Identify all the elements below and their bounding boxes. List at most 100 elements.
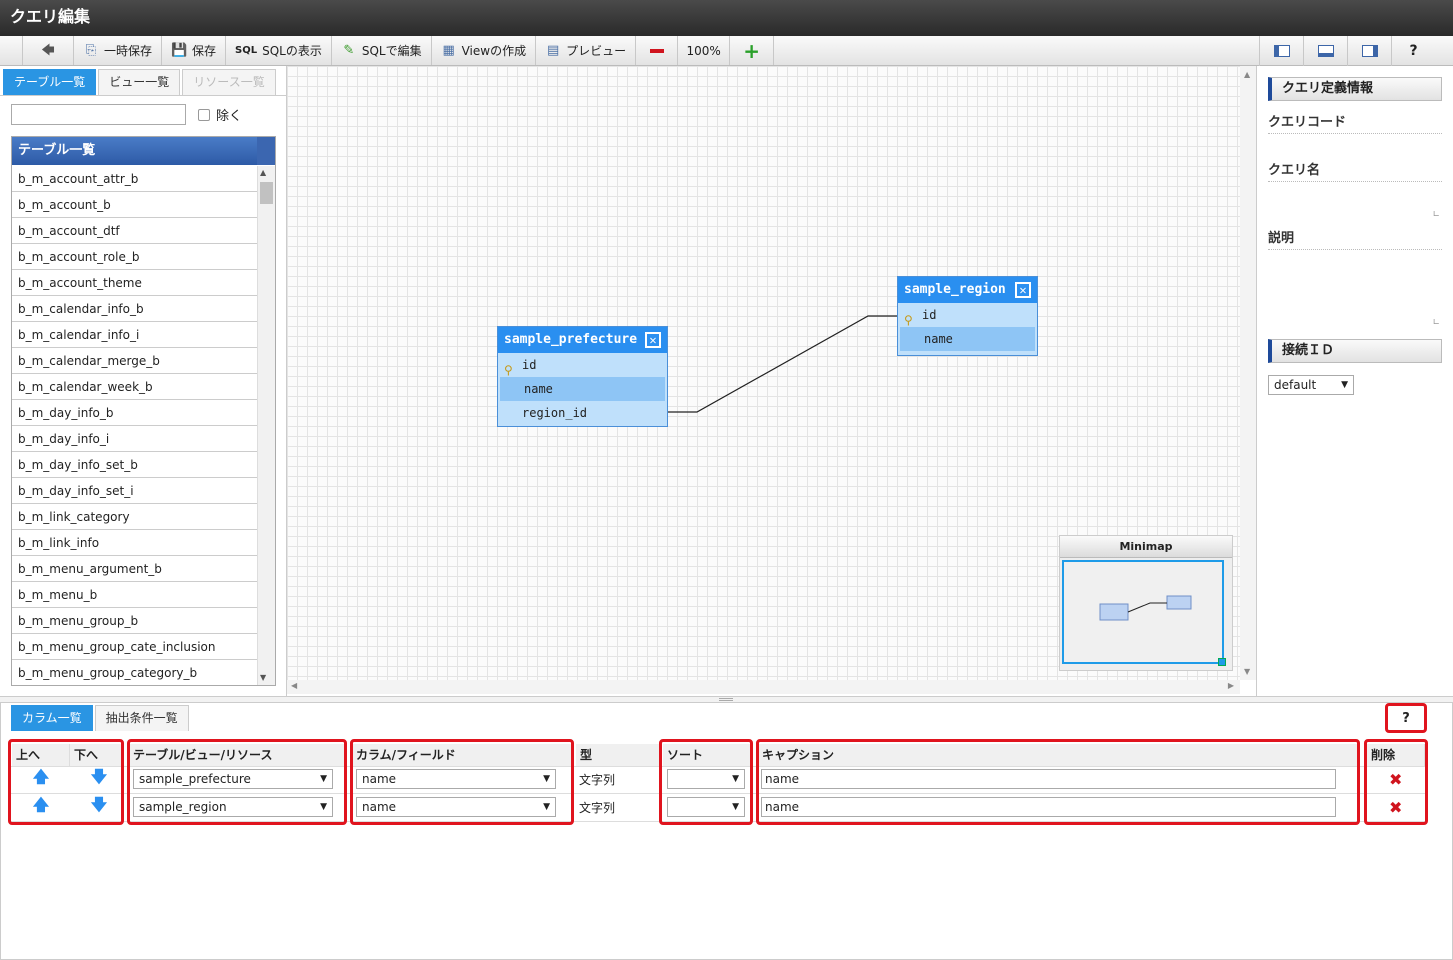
layout-left-button[interactable] xyxy=(1259,36,1303,66)
scroll-left-icon[interactable]: ◀ xyxy=(291,681,298,690)
table-list-item[interactable]: b_m_account_dtf xyxy=(12,218,258,244)
close-icon[interactable]: ✕ xyxy=(1015,282,1031,298)
save-button[interactable]: 💾保存 xyxy=(162,36,227,65)
tab-conditions[interactable]: 抽出条件一覧 xyxy=(94,705,189,731)
move-down-button[interactable]: 🡇 xyxy=(79,766,119,792)
section-query-info[interactable]: クエリ定義情報 xyxy=(1268,77,1442,101)
er-diagram-canvas[interactable]: sample_prefecture✕ ⚲id name region_id sa… xyxy=(287,66,1240,680)
exclude-checkbox[interactable] xyxy=(198,108,210,121)
header-table: テーブル/ビュー/リソース xyxy=(129,744,346,766)
minimap-resize-handle[interactable] xyxy=(1218,658,1226,666)
table-list-item[interactable]: b_m_day_info_i xyxy=(12,426,258,452)
column-select[interactable]: name▼ xyxy=(356,769,556,789)
highlight-move-columns xyxy=(8,739,124,825)
column-select[interactable]: name▼ xyxy=(356,797,556,817)
chevron-down-icon: ▼ xyxy=(320,802,327,812)
table-list-item[interactable]: b_m_menu_group_b xyxy=(12,608,258,634)
exclude-label: 除く xyxy=(216,109,243,124)
sql-edit-label: SQLで編集 xyxy=(361,44,422,58)
connection-select[interactable]: default▼ xyxy=(1268,375,1354,395)
scroll-right-icon[interactable]: ▶ xyxy=(1227,681,1234,690)
minimap-title: Minimap xyxy=(1060,536,1232,558)
help-button[interactable]: ? xyxy=(1385,703,1427,733)
table-list-scrollbar[interactable]: ▲ ▼ xyxy=(257,166,275,685)
help-button[interactable]: ? xyxy=(1391,36,1435,66)
table-list-item[interactable]: b_m_account_attr_b xyxy=(12,166,258,192)
table-list-item[interactable]: b_m_account_theme xyxy=(12,270,258,296)
scroll-down-icon[interactable]: ▼ xyxy=(1244,667,1251,676)
sort-select[interactable]: ▼ xyxy=(667,769,745,789)
minimap[interactable]: Minimap xyxy=(1059,535,1233,671)
move-up-button[interactable]: 🡅 xyxy=(21,766,61,792)
table-select[interactable]: sample_region▼ xyxy=(133,797,333,817)
zoom-in-button[interactable]: + xyxy=(730,36,775,65)
close-icon[interactable]: ✕ xyxy=(645,332,661,348)
description-label: 説明 xyxy=(1268,227,1442,250)
create-view-label: Viewの作成 xyxy=(461,44,527,58)
entity-sample-region[interactable]: sample_region✕ ⚲id name xyxy=(897,276,1038,356)
table-list-item[interactable]: b_m_menu_group_cate_inclusion xyxy=(12,634,258,660)
header-column: カラム/フィールド xyxy=(352,744,574,766)
entity-sample-prefecture[interactable]: sample_prefecture✕ ⚲id name region_id xyxy=(497,326,668,427)
tab-resources[interactable]: リソース一覧 xyxy=(182,69,276,95)
sql-edit-button[interactable]: ✎ SQLで編集 xyxy=(332,36,432,65)
table-list-item[interactable]: b_m_menu_b xyxy=(12,582,258,608)
back-button[interactable]: 🡄 xyxy=(22,36,74,65)
preview-button[interactable]: ▤プレビュー xyxy=(536,36,637,65)
table-list-item[interactable]: b_m_account_role_b xyxy=(12,244,258,270)
delete-row-button[interactable]: ✖ xyxy=(1389,794,1402,820)
table-list-item[interactable]: b_m_account_b xyxy=(12,192,258,218)
table-list-item[interactable]: b_m_day_info_set_b xyxy=(12,452,258,478)
panel-splitter[interactable] xyxy=(0,696,1453,702)
layout-bottom-button[interactable] xyxy=(1303,36,1347,66)
query-name-textarea[interactable]: ∟ xyxy=(1268,184,1442,222)
table-list-item[interactable]: b_m_calendar_info_i xyxy=(12,322,258,348)
table-list-item[interactable]: b_m_day_info_set_i xyxy=(12,478,258,504)
sort-select[interactable]: ▼ xyxy=(667,797,745,817)
scroll-up-icon[interactable]: ▲ xyxy=(260,168,267,177)
table-list-item[interactable]: b_m_day_info_b xyxy=(12,400,258,426)
table-list-item[interactable]: b_m_calendar_info_b xyxy=(12,296,258,322)
table-list-item[interactable]: b_m_calendar_week_b xyxy=(12,374,258,400)
key-icon: ⚲ xyxy=(504,363,513,377)
scroll-down-icon[interactable]: ▼ xyxy=(260,673,267,682)
table-list-item[interactable]: b_m_menu_group_category_b xyxy=(12,660,258,685)
section-connection[interactable]: 接続ＩＤ xyxy=(1268,339,1442,363)
tab-tables[interactable]: テーブル一覧 xyxy=(3,69,97,95)
canvas-vertical-scrollbar[interactable]: ▲ ▼ xyxy=(1240,66,1256,680)
header-up: 上へ xyxy=(12,744,70,766)
splitter-grip-icon[interactable] xyxy=(719,698,733,701)
table-list-item[interactable]: b_m_link_info xyxy=(12,530,258,556)
table-select[interactable]: sample_prefecture▼ xyxy=(133,769,333,789)
caption-input[interactable]: name xyxy=(761,769,1336,789)
highlight-table-column xyxy=(127,739,347,825)
arrow-down-icon: 🡇 xyxy=(90,766,108,786)
minimap-entity xyxy=(1166,595,1192,610)
scrollbar-thumb[interactable] xyxy=(260,182,273,204)
header-type: 型 xyxy=(576,744,660,766)
arrow-down-icon: 🡇 xyxy=(90,794,108,814)
table-list-item[interactable]: b_m_calendar_merge_b xyxy=(12,348,258,374)
zoom-out-button[interactable] xyxy=(636,36,679,65)
table-list-item[interactable]: b_m_menu_argument_b xyxy=(12,556,258,582)
temp-save-button[interactable]: ⎘一時保存 xyxy=(74,36,163,65)
window-title: クエリ編集 xyxy=(0,0,1453,36)
canvas-horizontal-scrollbar[interactable]: ◀ ▶ xyxy=(287,680,1240,694)
scroll-up-icon[interactable]: ▲ xyxy=(1244,70,1251,79)
table-list-item[interactable]: b_m_link_category xyxy=(12,504,258,530)
move-up-button[interactable]: 🡅 xyxy=(21,794,61,820)
move-down-button[interactable]: 🡇 xyxy=(79,794,119,820)
tab-views[interactable]: ビュー一覧 xyxy=(98,69,181,95)
tab-columns[interactable]: カラム一覧 xyxy=(11,705,93,731)
right-pane: クエリ定義情報 クエリコード クエリ名 ∟ 説明 ∟ 接続ＩＤ default▼ xyxy=(1256,66,1453,696)
description-textarea[interactable]: ∟ xyxy=(1268,252,1442,330)
minimap-viewport[interactable] xyxy=(1062,560,1226,666)
layout-right-button[interactable] xyxy=(1347,36,1391,66)
delete-row-button[interactable]: ✖ xyxy=(1389,766,1402,792)
caption-input[interactable]: name xyxy=(761,797,1336,817)
create-view-button[interactable]: ▦Viewの作成 xyxy=(432,36,537,65)
relation-lines xyxy=(668,315,898,413)
pencil-icon: ✎ xyxy=(343,42,355,58)
table-search-input[interactable] xyxy=(11,104,186,125)
